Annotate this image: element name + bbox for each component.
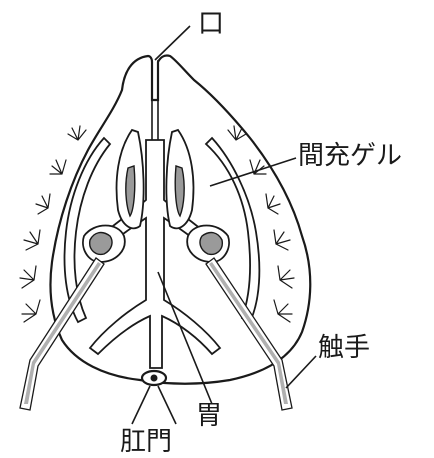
tentacle-bulb-right-shade — [200, 233, 222, 255]
tentacle-leader — [286, 356, 316, 388]
anal-pore-dot — [151, 375, 158, 382]
label-stomach: 胃 — [196, 401, 222, 431]
label-mouth: 口 — [198, 9, 224, 39]
label-tentacle: 触手 — [318, 333, 370, 363]
tentacle-bulb-left-shade — [90, 233, 112, 255]
label-mesoglea: 間充ゲル — [298, 141, 402, 171]
mouth-leader — [155, 26, 190, 60]
anus-leader-right — [158, 386, 176, 424]
label-anus: 肛門 — [120, 427, 172, 457]
anus-leader-left — [132, 386, 150, 424]
